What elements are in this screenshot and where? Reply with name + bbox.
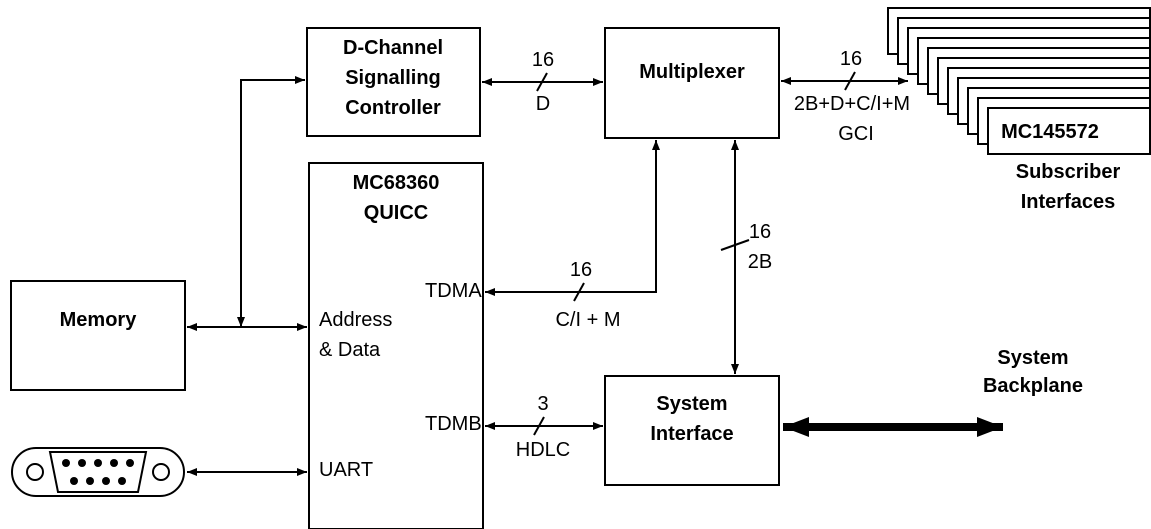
quicc-tdmb-label: TDMB bbox=[425, 413, 482, 435]
quicc-label-line2: QUICC bbox=[364, 202, 428, 224]
quicc-box bbox=[308, 162, 484, 529]
mux-subscriber-bus-slash bbox=[844, 71, 856, 91]
backplane-label-line1: System bbox=[997, 347, 1068, 369]
tdma-mux-bus bbox=[485, 140, 660, 296]
quicc-uart-label: UART bbox=[319, 459, 373, 481]
dcsc-mux-bus-name: D bbox=[536, 93, 550, 115]
mux-sysif-bus-slash bbox=[720, 239, 750, 251]
dcsc-mux-bus-slash bbox=[536, 72, 548, 92]
multiplexer-label: Multiplexer bbox=[639, 61, 745, 83]
subscriber-chip-label: MC145572 bbox=[1001, 121, 1099, 143]
memory-label: Memory bbox=[60, 309, 138, 331]
quicc-address-label: Address bbox=[319, 309, 392, 331]
subscriber-interface-stack bbox=[887, 7, 1151, 155]
db9-connector-icon bbox=[11, 447, 185, 497]
multiplexer-box bbox=[604, 27, 780, 139]
system-interface-box bbox=[604, 375, 780, 486]
system-interface-label-line1: System bbox=[656, 393, 727, 415]
dcsc-label-line3: Controller bbox=[345, 97, 441, 119]
dcsc-mux-bus-width: 16 bbox=[532, 49, 554, 71]
quicc-data-label: & Data bbox=[319, 339, 381, 361]
quicc-label-line1: MC68360 bbox=[353, 172, 440, 194]
subscriber-label-line1: Subscriber bbox=[1016, 161, 1121, 183]
tdma-mux-bus-slash bbox=[573, 282, 585, 302]
subscriber-label-line2: Interfaces bbox=[1021, 191, 1116, 213]
tdma-bus-name: C/I + M bbox=[555, 309, 620, 331]
mux-subscriber-bus-name: 2B+D+C/I+M bbox=[794, 93, 910, 115]
mux-sysif-bus-width: 16 bbox=[749, 221, 771, 243]
quicc-tdma-label: TDMA bbox=[425, 280, 482, 302]
tdmb-bus-width: 3 bbox=[537, 393, 548, 415]
mux-subscriber-bus-protocol: GCI bbox=[838, 123, 874, 145]
mux-subscriber-bus-width: 16 bbox=[840, 48, 862, 70]
dcsc-box bbox=[306, 27, 481, 137]
dcsc-label-line2: Signalling bbox=[345, 67, 441, 89]
backplane-label-line2: Backplane bbox=[983, 375, 1083, 397]
dcsc-label-line1: D-Channel bbox=[343, 37, 443, 59]
mux-sysif-bus-name: 2B bbox=[748, 251, 772, 273]
system-interface-label-line2: Interface bbox=[650, 423, 733, 445]
memory-box bbox=[10, 280, 186, 391]
tdmb-sysif-bus-slash bbox=[533, 416, 545, 436]
tdmb-bus-name: HDLC bbox=[516, 439, 570, 461]
address-bus-vertical bbox=[237, 76, 305, 327]
tdma-bus-width: 16 bbox=[570, 259, 592, 281]
